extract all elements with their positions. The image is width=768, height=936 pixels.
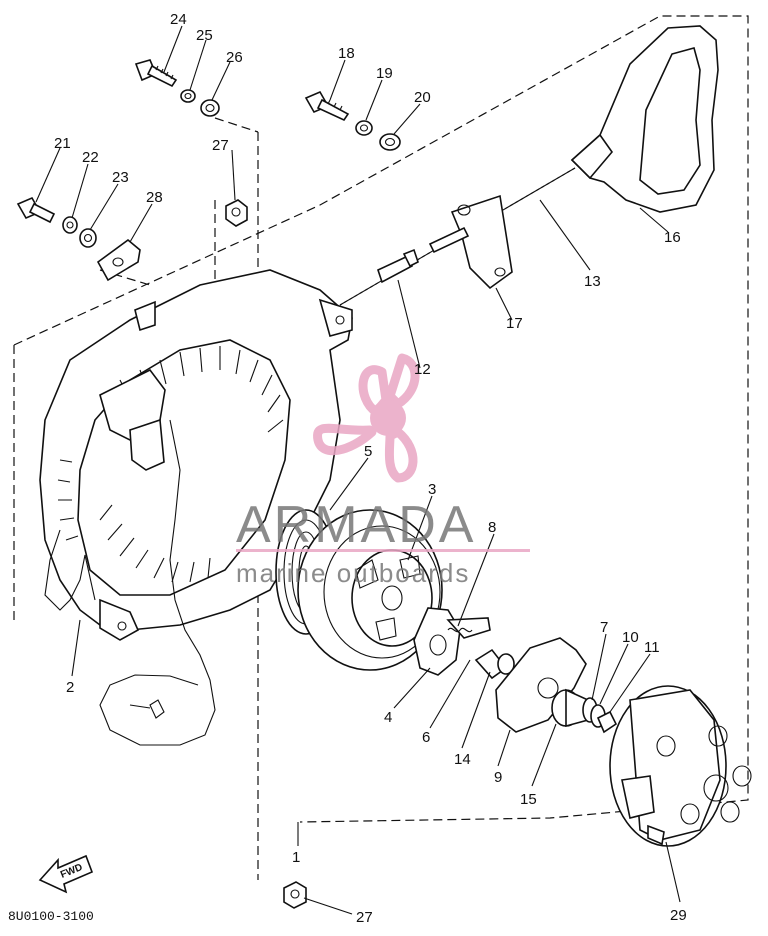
callout-29: 29 — [670, 907, 687, 924]
washer-20 — [379, 133, 401, 151]
callout-21: 21 — [54, 135, 71, 152]
gasket-cord — [44, 419, 216, 746]
fwd-arrow-icon: FWD — [38, 854, 94, 894]
bolt-21 — [16, 196, 56, 224]
callout-11: 11 — [644, 639, 660, 656]
callout-6: 6 — [422, 729, 430, 746]
washer-22 — [62, 216, 78, 234]
washer-26 — [200, 99, 220, 117]
washer-19 — [355, 120, 373, 136]
callout-16: 16 — [664, 229, 681, 246]
bolt-24 — [134, 59, 178, 88]
callout-3: 3 — [428, 481, 436, 498]
washer-25 — [180, 89, 196, 103]
starter-case-2 — [39, 269, 353, 641]
rope-pin-12 — [377, 248, 419, 284]
callout-15: 15 — [520, 791, 537, 808]
armada-watermark: ARMADA marine outboards — [236, 353, 530, 588]
callout-5: 5 — [364, 443, 372, 460]
cover-29 — [609, 685, 752, 847]
drive-plate-9 — [495, 637, 587, 733]
callout-7: 7 — [600, 619, 608, 636]
ratchet-4 — [413, 607, 491, 676]
nut-11 — [596, 710, 618, 734]
callout-24: 24 — [170, 11, 187, 28]
diagram-code: 8U0100-3100 — [8, 909, 94, 924]
callout-numbers: 24 25 26 27 18 19 20 21 22 23 28 16 13 1… — [54, 11, 687, 926]
callout-9: 9 — [494, 769, 502, 786]
nut-27-lower — [283, 881, 307, 909]
callout-10: 10 — [622, 629, 639, 646]
spring-8 — [447, 627, 473, 633]
callout-26: 26 — [226, 49, 243, 66]
callout-19: 19 — [376, 65, 393, 82]
callout-17: 17 — [506, 315, 523, 332]
callout-28: 28 — [146, 189, 163, 206]
spring-14 — [474, 648, 515, 680]
rope-guide-17 — [428, 194, 513, 290]
callout-8: 8 — [488, 519, 496, 536]
callout-27-upper: 27 — [212, 137, 229, 154]
watermark-tagline: marine outboards — [236, 558, 470, 588]
washer-23 — [79, 228, 97, 248]
assembly-outline — [13, 15, 749, 880]
watermark-brand: ARMADA — [236, 496, 476, 554]
starter-handle-16 — [570, 25, 719, 213]
callout-22: 22 — [82, 149, 99, 166]
callout-13: 13 — [584, 273, 601, 290]
callout-27-lower: 27 — [356, 909, 373, 926]
callout-23: 23 — [112, 169, 129, 186]
callout-14: 14 — [454, 751, 471, 768]
callout-25: 25 — [196, 27, 213, 44]
nut-27-upper — [225, 199, 248, 227]
callout-1: 1 — [292, 849, 300, 866]
watermark-divider — [236, 549, 530, 552]
callout-4: 4 — [384, 709, 392, 726]
callout-20: 20 — [414, 89, 431, 106]
leader-lines — [35, 25, 681, 915]
callout-18: 18 — [338, 45, 355, 62]
bolt-18 — [304, 90, 350, 122]
plate-28 — [96, 238, 141, 282]
propeller-logo-icon — [313, 353, 420, 483]
callout-2: 2 — [66, 679, 74, 696]
callout-12: 12 — [414, 361, 431, 378]
